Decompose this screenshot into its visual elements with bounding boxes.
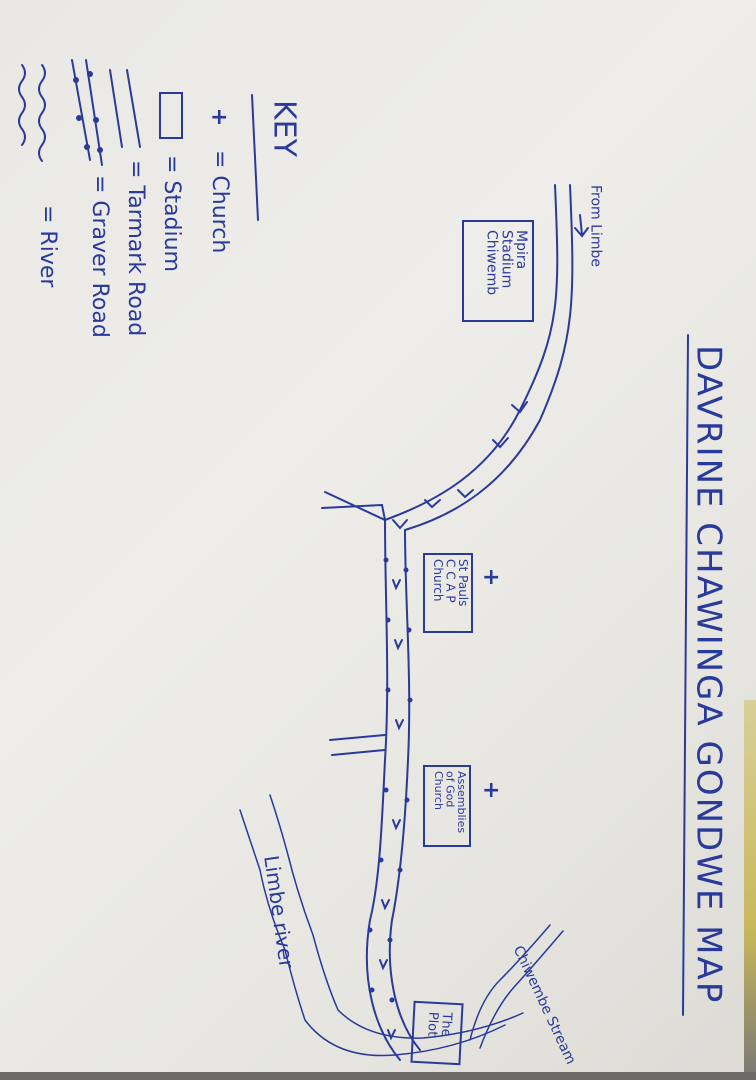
label-line: C C A P bbox=[443, 559, 458, 603]
key-heading: KEY bbox=[266, 100, 302, 157]
map-title: DAVRINE CHAWINGA GONDWE MAP bbox=[688, 345, 729, 1005]
church-icon: + bbox=[482, 565, 501, 590]
label-line: Church bbox=[430, 559, 445, 602]
label-line: of God bbox=[443, 771, 457, 808]
limbe-river bbox=[239, 794, 524, 1057]
label-line: St Pauls bbox=[456, 559, 470, 607]
st-pauls-church-box: St Pauls C C A P Church bbox=[423, 553, 473, 633]
key-tarmac-label: = Tarmark Road bbox=[123, 160, 149, 337]
title-underline bbox=[682, 334, 689, 1016]
label-line: The bbox=[437, 1012, 455, 1038]
key-gravel-symbol bbox=[71, 59, 103, 166]
church-icon: + bbox=[482, 778, 501, 803]
key-church-symbol: + bbox=[210, 105, 229, 130]
assemblies-church-label: Assemblies of God Church bbox=[431, 771, 468, 834]
key-church-label: = Church bbox=[207, 150, 233, 254]
stadium-line: Mpira bbox=[513, 230, 529, 270]
arrow-from-limbe bbox=[574, 214, 589, 238]
direction-arrows bbox=[392, 401, 528, 530]
label-line: Plot bbox=[424, 1011, 441, 1037]
chiwembe-stream bbox=[469, 924, 564, 1049]
table-edge-bottom bbox=[0, 1072, 756, 1080]
mpira-stadium-label: Mpira Stadium Chiwemb bbox=[483, 230, 529, 296]
stadium-line: Chiwemb bbox=[483, 230, 500, 296]
stadium-line: Stadium bbox=[498, 230, 515, 289]
assemblies-church-box: Assemblies of God Church bbox=[423, 765, 471, 847]
key-underline bbox=[251, 94, 259, 221]
st-pauls-church-label: St Pauls C C A P Church bbox=[430, 559, 470, 607]
key-river-symbol bbox=[18, 64, 46, 162]
label-line: Assemblies bbox=[455, 771, 468, 834]
key-gravel-label: = Graver Road bbox=[87, 175, 113, 338]
from-limbe-label: From Limbe bbox=[587, 185, 604, 267]
key-tarmac-symbol bbox=[109, 69, 141, 148]
key-stadium-label: = Stadium bbox=[159, 155, 185, 272]
label-line: Church bbox=[431, 771, 445, 810]
key-river-label: = River bbox=[35, 205, 61, 288]
gravel-road bbox=[329, 519, 421, 1061]
the-plot-label: The Plot bbox=[424, 1011, 455, 1038]
key-stadium-symbol bbox=[159, 92, 183, 139]
tarmac-road bbox=[321, 184, 574, 531]
mpira-stadium-box: Mpira Stadium Chiwemb bbox=[462, 220, 534, 322]
table-edge bbox=[744, 700, 756, 1080]
the-plot-box: The Plot bbox=[410, 1000, 464, 1066]
